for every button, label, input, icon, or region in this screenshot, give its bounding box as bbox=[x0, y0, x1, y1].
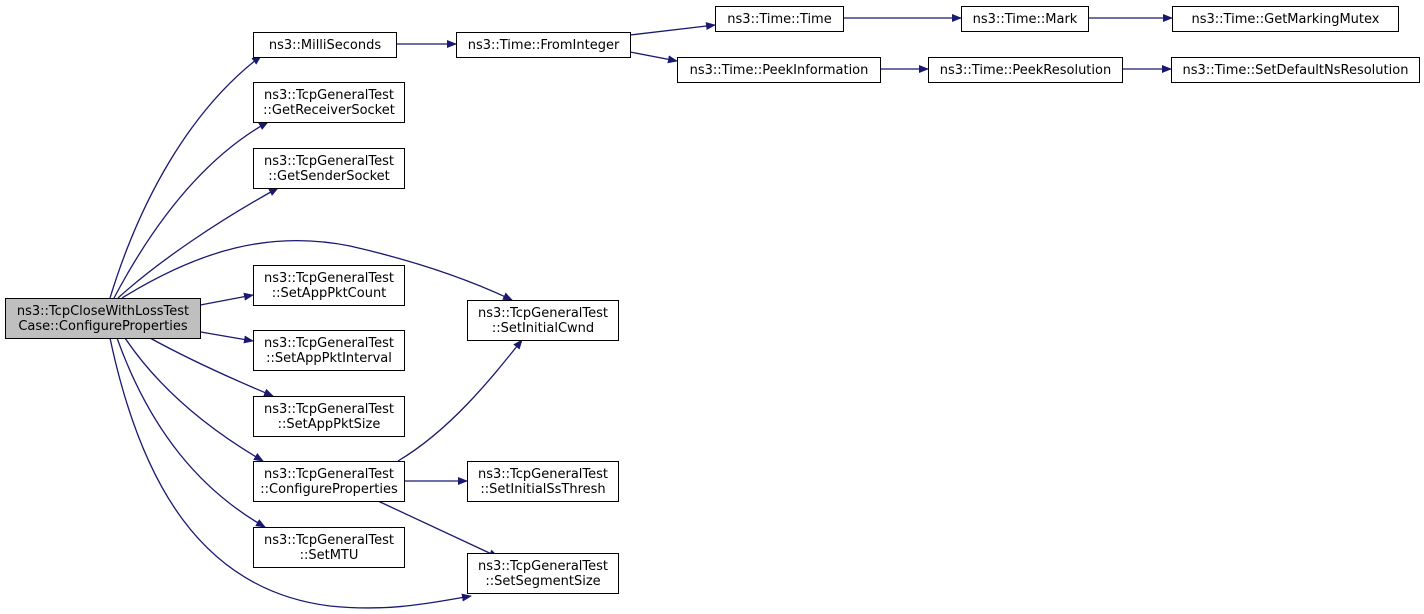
node-box bbox=[5, 298, 201, 339]
node-getsendersocket[interactable]: ns3::TcpGeneralTest::GetSenderSocket bbox=[253, 148, 405, 189]
node-label-line: ns3::Time::GetMarkingMutex bbox=[1192, 12, 1380, 27]
node-label-line: ns3::TcpGeneralTest bbox=[264, 533, 394, 548]
edge-frominteger-to-peekinformation bbox=[629, 51, 678, 64]
node-frominteger[interactable]: ns3::Time::FromInteger bbox=[456, 32, 631, 58]
edge-root-to-configureproperties bbox=[124, 337, 264, 462]
node-label-line: ns3::TcpGeneralTest bbox=[264, 402, 394, 417]
node-label-line: ::ConfigureProperties bbox=[260, 482, 398, 497]
node-box bbox=[467, 461, 619, 502]
node-label-line: ::SetSegmentSize bbox=[485, 574, 600, 589]
node-label-line: ns3::Time::PeekInformation bbox=[690, 63, 869, 78]
node-label-line: ::SetInitialCwnd bbox=[492, 321, 594, 336]
node-root[interactable]: ns3::TcpCloseWithLossTestCase::Configure… bbox=[5, 298, 201, 339]
node-box bbox=[253, 527, 405, 568]
node-setsegmentsize[interactable]: ns3::TcpGeneralTest::SetSegmentSize bbox=[467, 553, 619, 594]
node-box bbox=[961, 6, 1089, 32]
node-label-line: ::SetInitialSsThresh bbox=[480, 482, 605, 497]
node-box bbox=[253, 330, 405, 371]
node-label-line: ns3::TcpGeneralTest bbox=[478, 559, 608, 574]
node-box bbox=[253, 82, 405, 123]
node-label-line: Case::ConfigureProperties bbox=[18, 319, 188, 334]
node-setapppktsize[interactable]: ns3::TcpGeneralTest::SetAppPktSize bbox=[253, 396, 405, 437]
node-getreceiversocket[interactable]: ns3::TcpGeneralTest::GetReceiverSocket bbox=[253, 82, 405, 123]
node-box bbox=[467, 300, 619, 341]
node-box bbox=[456, 32, 631, 58]
node-label-line: ns3::Time::Time bbox=[727, 12, 831, 27]
edge-root-to-getreceiversocket bbox=[113, 121, 269, 299]
node-mark[interactable]: ns3::Time::Mark bbox=[961, 6, 1089, 32]
node-getmarkingmutex[interactable]: ns3::Time::GetMarkingMutex bbox=[1172, 6, 1399, 32]
node-label-line: ns3::Time::Mark bbox=[973, 12, 1078, 27]
node-label-line: ::GetSenderSocket bbox=[268, 169, 390, 184]
node-label-line: ns3::TcpGeneralTest bbox=[478, 306, 608, 321]
edge-root-to-getsendersocket bbox=[117, 187, 279, 299]
node-box bbox=[253, 32, 397, 58]
node-setinitialssthresh[interactable]: ns3::TcpGeneralTest::SetInitialSsThresh bbox=[467, 461, 619, 502]
node-label-line: ::SetAppPktSize bbox=[278, 417, 381, 432]
edge-frominteger-to-time bbox=[629, 22, 716, 36]
node-label-line: ns3::TcpGeneralTest bbox=[264, 154, 394, 169]
node-label-line: ns3::TcpGeneralTest bbox=[264, 336, 394, 351]
node-label-line: ns3::Time::PeekResolution bbox=[940, 63, 1111, 78]
node-label-line: ns3::Time::FromInteger bbox=[468, 38, 620, 53]
node-box bbox=[253, 265, 405, 306]
node-label-line: ::SetMTU bbox=[300, 548, 359, 563]
node-setmtu[interactable]: ns3::TcpGeneralTest::SetMTU bbox=[253, 527, 405, 568]
node-label-line: ns3::TcpCloseWithLossTest bbox=[17, 304, 189, 319]
node-label-line: ::GetReceiverSocket bbox=[263, 103, 395, 118]
edges-layer bbox=[109, 14, 1173, 609]
edge-root-to-setsegmentsize bbox=[109, 337, 472, 609]
edge-root-to-setapppktcount bbox=[194, 292, 254, 307]
node-label-line: ns3::TcpGeneralTest bbox=[264, 88, 394, 103]
node-label-line: ::SetAppPktInterval bbox=[266, 351, 392, 366]
node-box bbox=[715, 6, 844, 32]
node-label-line: ns3::Time::SetDefaultNsResolution bbox=[1183, 63, 1409, 78]
node-setapppktcount[interactable]: ns3::TcpGeneralTest::SetAppPktCount bbox=[253, 265, 405, 306]
edge-configureproperties-to-setsegmentsize bbox=[377, 500, 499, 558]
node-box bbox=[253, 396, 405, 437]
node-setapppktinterval[interactable]: ns3::TcpGeneralTest::SetAppPktInterval bbox=[253, 330, 405, 371]
node-box bbox=[253, 461, 405, 502]
node-configureproperties[interactable]: ns3::TcpGeneralTest::ConfigureProperties bbox=[253, 461, 405, 502]
node-peekinformation[interactable]: ns3::Time::PeekInformation bbox=[677, 57, 881, 83]
node-setdefaultnsresolution[interactable]: ns3::Time::SetDefaultNsResolution bbox=[1171, 57, 1420, 83]
node-label-line: ns3::MilliSeconds bbox=[269, 38, 382, 53]
node-label-line: ns3::TcpGeneralTest bbox=[264, 271, 394, 286]
node-label-line: ns3::TcpGeneralTest bbox=[478, 467, 608, 482]
edge-root-to-setapppktsize bbox=[149, 337, 274, 397]
nodes-layer: ns3::TcpCloseWithLossTestCase::Configure… bbox=[5, 6, 1420, 594]
node-box bbox=[1172, 6, 1399, 32]
node-box bbox=[467, 553, 619, 594]
edge-root-to-milli bbox=[109, 55, 262, 299]
edge-root-to-setapppktinterval bbox=[194, 330, 254, 344]
edge-configureproperties-to-setinitialcwnd bbox=[397, 339, 523, 462]
node-milli[interactable]: ns3::MilliSeconds bbox=[253, 32, 397, 58]
node-box bbox=[677, 57, 881, 83]
node-setinitialcwnd[interactable]: ns3::TcpGeneralTest::SetInitialCwnd bbox=[467, 300, 619, 341]
node-box bbox=[253, 148, 405, 189]
node-box bbox=[1171, 57, 1420, 83]
node-label-line: ::SetAppPktCount bbox=[272, 286, 387, 301]
node-label-line: ns3::TcpGeneralTest bbox=[264, 467, 394, 482]
node-peekresolution[interactable]: ns3::Time::PeekResolution bbox=[928, 57, 1123, 83]
edge-root-to-setinitialcwnd bbox=[121, 239, 513, 301]
node-box bbox=[928, 57, 1123, 83]
edge-root-to-setmtu bbox=[116, 337, 266, 528]
node-time[interactable]: ns3::Time::Time bbox=[715, 6, 844, 32]
